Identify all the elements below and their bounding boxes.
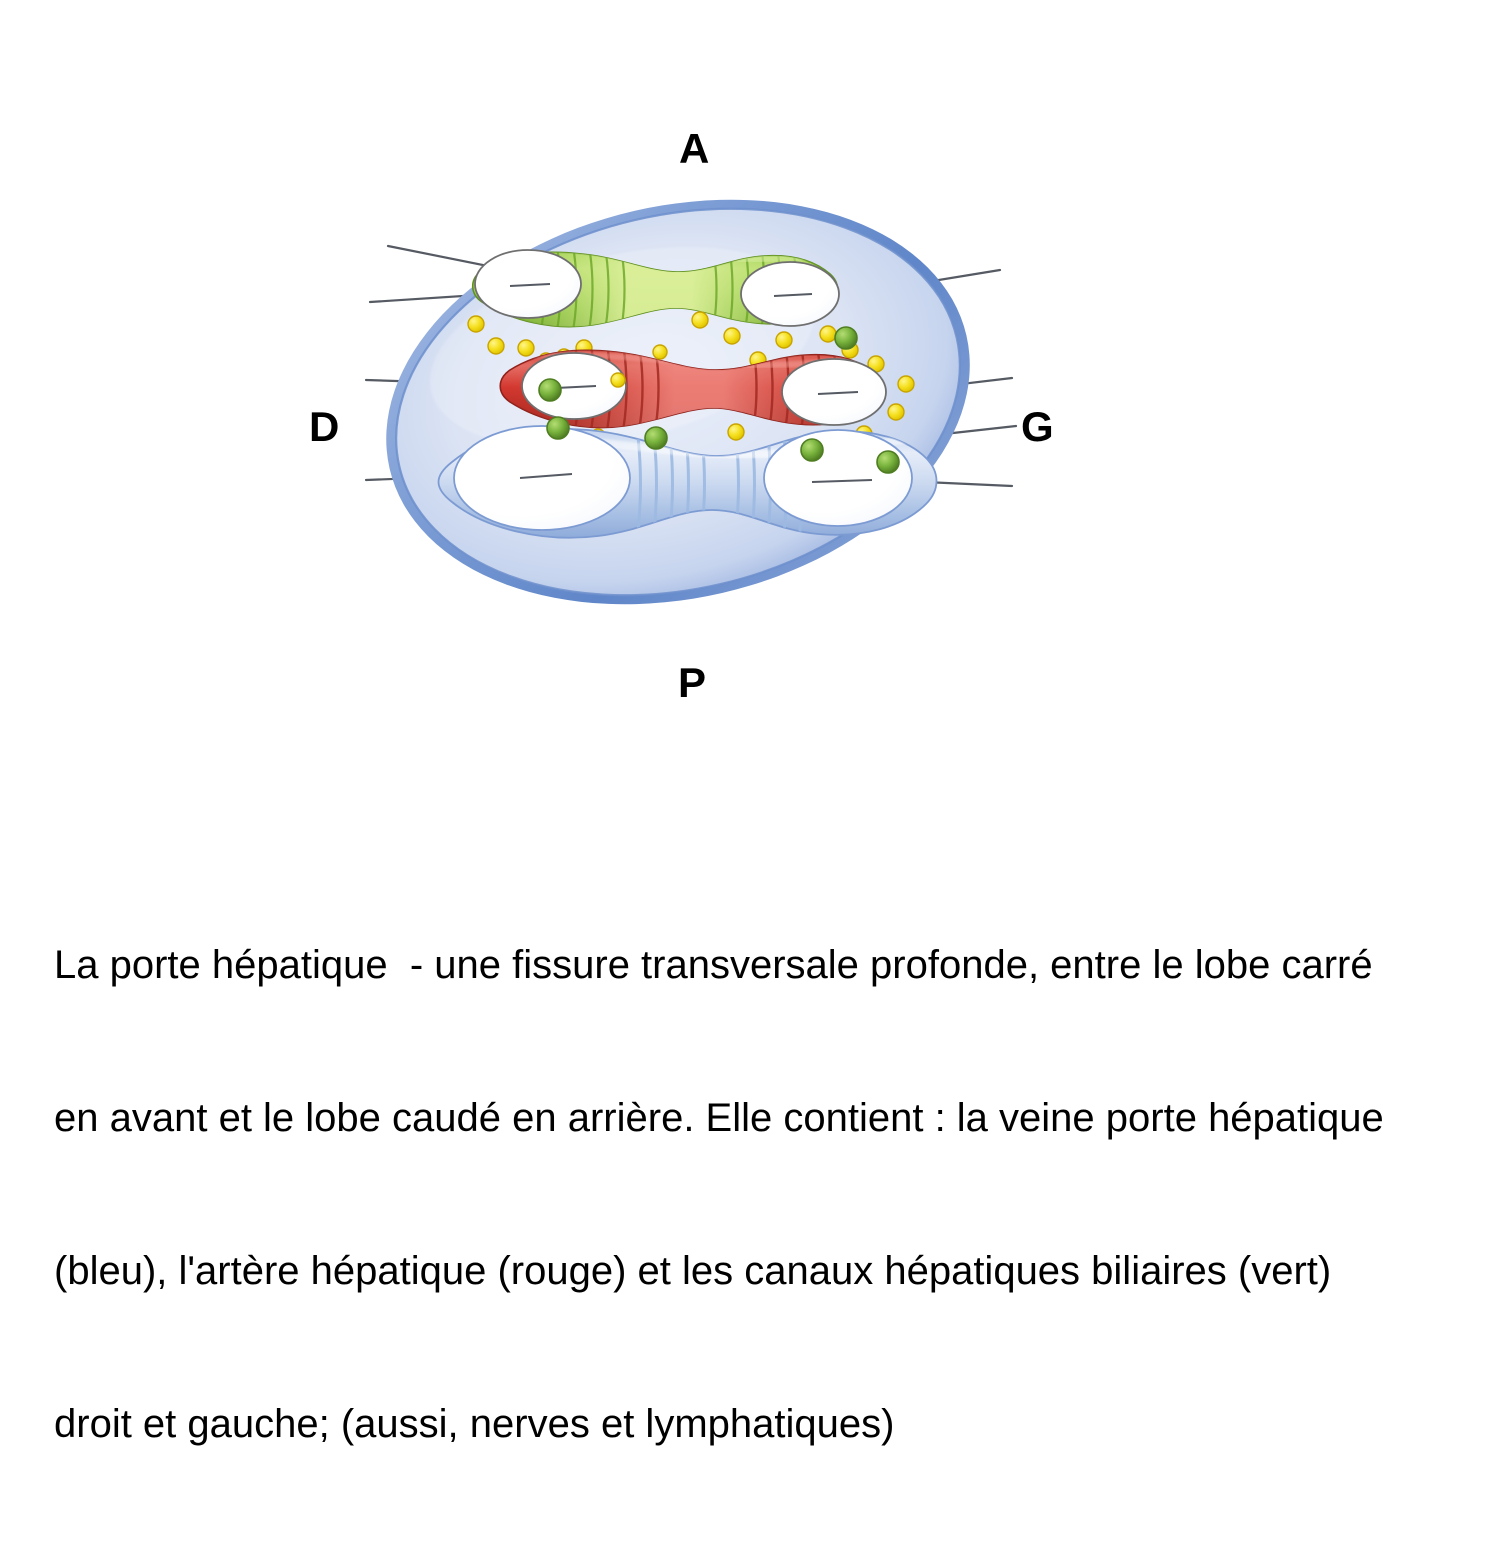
- bile-duct-pointer-right: [509, 283, 551, 287]
- caption-block: La porte hépatique - une fissure transve…: [54, 838, 1454, 1552]
- nerve-dots-front: [610, 311, 915, 393]
- portal-vein-pointer-right: [519, 473, 573, 479]
- lymphatic-dot: [546, 416, 570, 440]
- hepatic-porta-diagram: [360, 180, 1020, 640]
- nerve-dot: [467, 315, 485, 333]
- nerve-dot: [897, 375, 915, 393]
- nerve-dot: [517, 339, 535, 357]
- lymphatic-dot: [800, 438, 824, 462]
- portal-vein-pointer-left: [811, 479, 873, 483]
- nerve-dot: [487, 337, 505, 355]
- nerve-dot: [887, 403, 905, 421]
- nerve-dot: [652, 344, 668, 360]
- hepatic-artery-lumen-left: [781, 358, 887, 426]
- caption-line-4: droit et gauche; (aussi, nerves et lymph…: [54, 1402, 895, 1446]
- lymphatic-dot: [876, 450, 900, 474]
- lymphatic-dots: [538, 326, 900, 474]
- nerve-dot: [775, 331, 793, 349]
- nerve-dot: [723, 327, 741, 345]
- bile-duct-pointer-left: [773, 293, 813, 297]
- orientation-label-left: G: [1021, 403, 1054, 450]
- hepatic-artery-pointer-left: [817, 391, 859, 395]
- slide-canvas: A D G P: [54, 125, 1384, 1446]
- hepatic-artery-lumen-right: [521, 352, 627, 420]
- bile-duct-lumen-left: [740, 261, 840, 327]
- lymphatic-dot: [834, 326, 858, 350]
- portal-vein-lumen-right: [453, 425, 631, 531]
- lymphatic-dot: [644, 426, 668, 450]
- caption-line-2: en avant et le lobe caudé en arrière. El…: [54, 1096, 1384, 1140]
- hepatic-artery-pointer-right: [555, 385, 597, 389]
- lymphatic-dot: [538, 378, 562, 402]
- caption-line-1: La porte hépatique - une fissure transve…: [54, 943, 1373, 987]
- caption-line-3: (bleu), l'artère hépatique (rouge) et le…: [54, 1249, 1332, 1293]
- orientation-label-right: D: [309, 403, 340, 450]
- orientation-label-anterior: A: [679, 125, 710, 172]
- bile-duct-lumen-right: [474, 249, 582, 319]
- nerve-dot: [691, 311, 709, 329]
- nerve-dot: [819, 325, 837, 343]
- nerve-dot: [727, 423, 745, 441]
- orientation-label-posterior: P: [678, 659, 707, 706]
- portal-vein-lumen-left: [763, 429, 913, 527]
- nerve-dot: [610, 372, 626, 388]
